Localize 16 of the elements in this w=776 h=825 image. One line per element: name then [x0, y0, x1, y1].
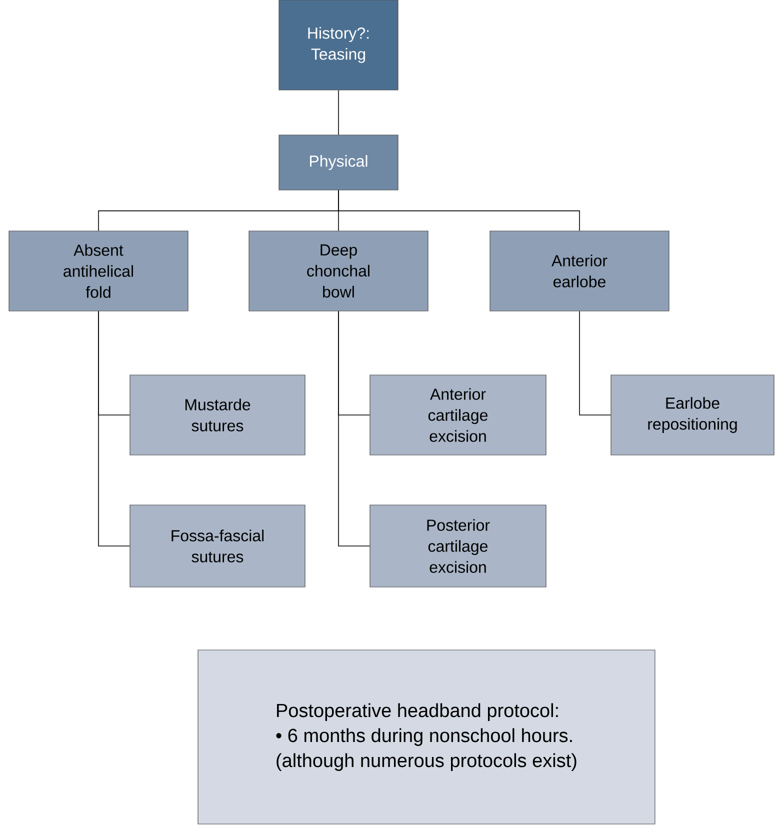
connector-line: [579, 310, 612, 416]
finding-box: Deep chonchal bowl: [248, 230, 428, 312]
category-box: Physical: [278, 134, 398, 190]
note-box: Postoperative headband protocol: • 6 months during nonschool hours. (although numerous protocols exist): [198, 650, 656, 824]
finding-box: Absent antihelical fold: [8, 230, 188, 312]
finding-box: Anterior earlobe: [490, 230, 670, 312]
treatment-box: Posterior cartilage excision: [370, 504, 546, 588]
connector-line: [338, 190, 580, 232]
treatment-box: Earlobe repositioning: [610, 374, 774, 456]
connector-line: [338, 90, 339, 136]
treatment-box: Mustarde sutures: [130, 374, 306, 456]
title-box: History?: Teasing: [278, 0, 398, 90]
connector-line: [98, 310, 130, 546]
connector-line: [338, 310, 370, 546]
treatment-box: Anterior cartilage excision: [370, 374, 546, 456]
treatment-box: Fossa-fascial sutures: [130, 504, 306, 588]
